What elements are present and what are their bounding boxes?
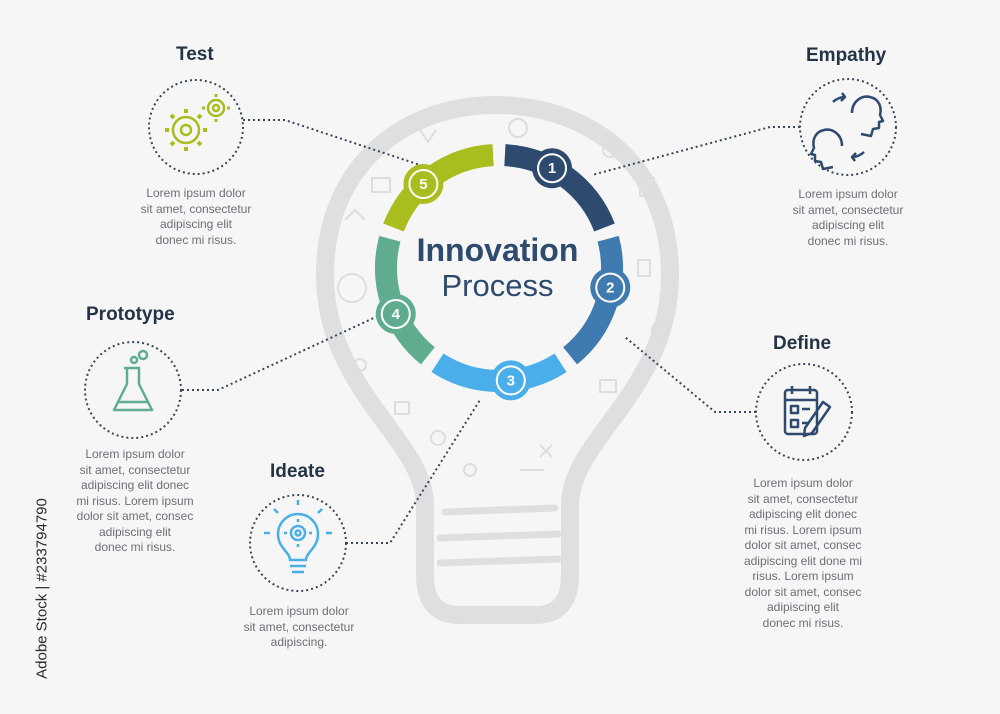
connector-ideate (346, 399, 481, 544)
doodle-icons (337, 118, 669, 477)
description-line: donec mi risus. (807, 233, 889, 248)
step-title-define: Define (773, 333, 832, 354)
center-subtitle: Process (441, 268, 554, 303)
step-number: 4 (392, 306, 401, 323)
step-number: 2 (606, 280, 614, 297)
center-title: Innovation (416, 232, 579, 268)
step-number: 5 (419, 176, 427, 193)
description-line: dolor sit amet, consec (744, 584, 862, 599)
description-line: sit amet, consectetur (792, 202, 904, 217)
description-line: donec mi risus. (155, 232, 237, 247)
stock-watermark: Adobe Stock | #233794790 (33, 498, 51, 679)
lightbulb-gear-icon (264, 500, 332, 574)
description-line: Lorem ipsum dolor (85, 447, 185, 461)
description-line: sit amet, consectetur (243, 619, 355, 634)
step-title-empathy: Empathy (806, 45, 887, 66)
description-line: risus. Lorem ipsum (752, 569, 854, 583)
description-line: adipiscing elit donec (748, 507, 858, 521)
heads-exchange-icon (809, 92, 885, 171)
flask-icon (112, 349, 154, 412)
step-badge-empathy: 1 (532, 148, 573, 189)
description-line: donec mi risus. (94, 540, 176, 554)
step-title-test: Test (176, 44, 214, 65)
description-line: adipiscing elit done mi (743, 553, 863, 568)
test-icon-circle (148, 79, 244, 175)
connector-prototype (182, 315, 379, 391)
description-line: dolor sit amet, consec (744, 538, 862, 552)
description-line: sit amet, consectetur (79, 462, 191, 477)
description-line: adipiscing elit (766, 600, 840, 614)
empathy-icon-circle (799, 78, 897, 176)
step-badge-define: 2 (590, 267, 631, 308)
step-number: 1 (548, 160, 556, 177)
description-line: adipiscing elit (159, 217, 233, 231)
prototype-icon-circle (84, 341, 182, 439)
ideate-icon-circle (249, 494, 347, 592)
step-badge-prototype: 4 (375, 293, 416, 334)
description-line: sit amet, consectetur (747, 491, 859, 506)
step-badge-test: 5 (403, 164, 444, 205)
icon-circles (84, 78, 897, 592)
step-title-ideate: Ideate (270, 461, 325, 482)
description-line: Lorem ipsum dolor (753, 476, 853, 490)
badge-ring (595, 272, 626, 303)
connector-test (243, 119, 421, 166)
connector-empathy (591, 126, 800, 176)
step-number: 3 (507, 372, 515, 389)
description-line: mi risus. Lorem ipsum (744, 522, 862, 537)
badge-ring (380, 298, 411, 329)
step-title-prototype: Prototype (86, 304, 175, 325)
lightbulb-background (316, 96, 679, 624)
connector-define (624, 336, 756, 413)
define-icon-circle (755, 363, 853, 461)
description-line: adipiscing elit (811, 218, 885, 232)
gears-icon (165, 94, 230, 151)
description-line: sit amet, consectetur (140, 201, 252, 216)
description-line: Lorem ipsum dolor (146, 186, 246, 200)
description-line: donec mi risus. (762, 615, 844, 630)
badge-ring (408, 169, 439, 200)
step-badge-ideate: 3 (490, 360, 531, 401)
checklist-pencil-icon (783, 386, 832, 438)
description-line: adipiscing. (270, 635, 328, 649)
badge-ring (495, 365, 526, 396)
description-line: mi risus. Lorem ipsum (76, 493, 194, 508)
badge-ring (537, 153, 568, 184)
description-line: Lorem ipsum dolor (249, 604, 349, 618)
description-line: dolor sit amet, consec (76, 509, 194, 523)
step-badges: 1 2 3 4 5 (375, 148, 631, 401)
description-line: Lorem ipsum dolor (798, 187, 898, 201)
connector-lines (182, 119, 800, 544)
description-line: adipiscing elit (98, 524, 172, 539)
description-line: adipiscing elit donec (80, 478, 190, 492)
